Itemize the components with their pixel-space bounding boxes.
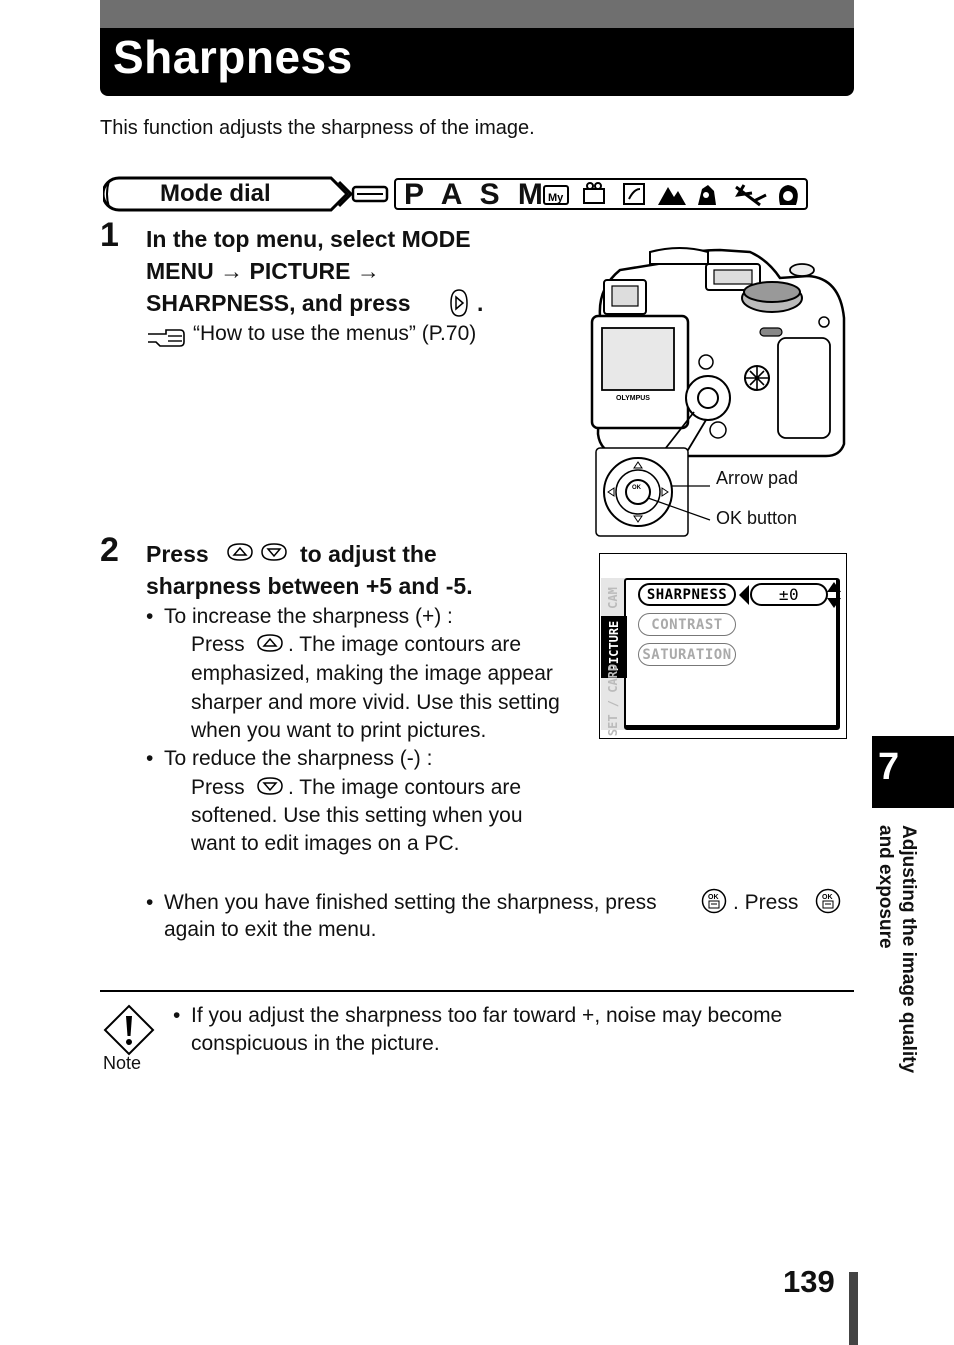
step-1-line-3-end: .: [477, 290, 484, 316]
finish-line-1b: . Press: [733, 891, 799, 914]
bullet-1-dot: •: [146, 605, 154, 628]
lcd-menu-panel: [624, 578, 840, 730]
chapter-tab: 7: [872, 736, 954, 808]
title-bar-top-stripe: [100, 0, 854, 28]
page-number: 139: [783, 1264, 835, 1299]
bullet-2-press: Press: [191, 776, 245, 799]
lcd-tab-set-card: SET / CARD: [606, 663, 620, 737]
step-2-press: Press: [146, 541, 209, 567]
menu-reference-text: “How to use the menus” (P.70): [193, 322, 477, 345]
finish-line-1a: When you have finished setting the sharp…: [164, 891, 657, 914]
mode-dial-arrow-icon: [103, 176, 389, 212]
arrow-right-button-icon: [450, 289, 468, 317]
lcd-item-saturation: SATURATION: [638, 643, 736, 666]
chapter-side-title: Adjusting the image quality and exposure: [870, 825, 930, 1145]
lcd-menu-screen: CAM PICTURE SET / CARD SHARPNESS ±0 CONT…: [599, 553, 847, 739]
svg-text:OK: OK: [708, 894, 719, 901]
arrow-down-button-icon: [257, 777, 283, 795]
svg-text:OK: OK: [632, 485, 642, 491]
bullet-1-line-1: . The image contours are: [288, 633, 522, 656]
arrow-pad-callout: Arrow pad: [716, 468, 799, 488]
lcd-active-tab: [601, 616, 627, 678]
scene-mode-icons: My: [543, 182, 798, 207]
reference-hand-icon: [148, 329, 185, 347]
step-2-line-1-end: to adjust the: [300, 541, 437, 567]
step-2-number: 2: [100, 531, 119, 569]
camera-back-illustration: OLYMPUS OK: [590, 247, 846, 537]
mode-dial-box: [394, 178, 808, 210]
bullet-1-line-4: when you want to print pictures.: [191, 719, 487, 742]
lcd-left-arrow-icon: [739, 585, 749, 605]
ok-button-icon: OK: [815, 888, 841, 914]
note-warning-icon: [103, 1004, 155, 1056]
arrow-up-button-icon: [257, 634, 283, 652]
note-line-1: If you adjust the sharpness too far towa…: [191, 1004, 783, 1027]
lcd-tab-cam: CAM: [606, 587, 620, 609]
note-line-2: conspicuous in the picture.: [191, 1032, 440, 1055]
bullet-3-dot: •: [146, 891, 154, 914]
bullet-1-press: Press: [191, 633, 245, 656]
note-label: Note: [103, 1053, 142, 1073]
bullet-2-line-1: . The image contours are: [288, 776, 522, 799]
bullet-1-head: To increase the sharpness (+) :: [164, 605, 453, 628]
svg-text:My: My: [548, 192, 564, 204]
bullet-2-dot: •: [146, 747, 154, 770]
bullet-1-line-2: emphasized, making the image appear: [191, 662, 553, 685]
mode-dial-letters: P A S M: [404, 178, 548, 211]
bullet-2-head: To reduce the sharpness (-) :: [164, 747, 433, 770]
intro-text: This function adjusts the sharpness of t…: [100, 117, 535, 139]
chapter-title-line-2: and exposure: [875, 825, 896, 949]
lcd-item-contrast: CONTRAST: [638, 613, 736, 636]
step-2-line-2: sharpness between +5 and -5.: [146, 573, 473, 599]
lcd-value-box: ±0: [750, 583, 828, 606]
svg-text:OK: OK: [822, 894, 833, 901]
chapter-number: 7: [878, 746, 900, 788]
chapter-title-line-1: Adjusting the image quality: [898, 825, 919, 1074]
step-1-line-3: SHARPNESS, and press: [146, 290, 411, 316]
step-1-number: 1: [100, 216, 119, 254]
ok-button-callout: OK button: [716, 508, 798, 528]
section-divider: [100, 990, 854, 992]
lcd-up-down-arrow-icon: [827, 582, 841, 608]
bullet-2-line-3: want to edit images on a PC.: [191, 832, 460, 855]
svg-text:OLYMPUS: OLYMPUS: [616, 395, 650, 402]
page-edge-bar: [849, 1272, 858, 1345]
title-bar: Sharpness: [100, 0, 854, 96]
bullet-1-line-3: sharper and more vivid. Use this setting: [191, 691, 560, 714]
ok-button-icon: OK: [701, 888, 727, 914]
finish-line-2: again to exit the menu.: [164, 918, 377, 941]
page-title: Sharpness: [113, 31, 353, 83]
step-1-line-2: MENU → PICTURE →: [146, 258, 380, 284]
arrow-up-down-buttons-icon: [227, 543, 287, 561]
mode-dial-label: Mode dial: [160, 180, 271, 207]
bullet-2-line-2: softened. Use this setting when you: [191, 804, 523, 827]
lcd-item-sharpness: SHARPNESS: [638, 583, 736, 606]
step-1-line-1: In the top menu, select MODE: [146, 226, 471, 252]
note-bullet-dot: •: [173, 1004, 181, 1027]
